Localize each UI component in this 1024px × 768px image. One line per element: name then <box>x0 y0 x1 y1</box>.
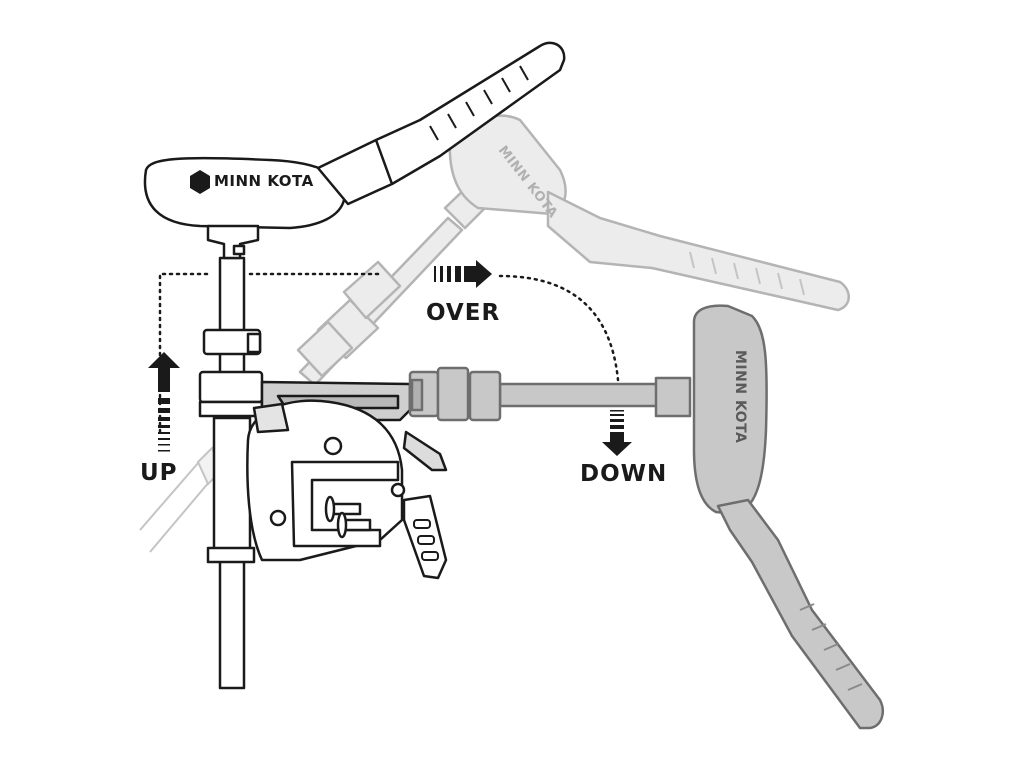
over-label: OVER <box>426 300 501 326</box>
up-path <box>158 272 212 434</box>
clamp-assembly <box>246 399 448 580</box>
arrow-up-icon <box>148 352 180 452</box>
main-logo-icon <box>190 170 210 194</box>
up-label: UP <box>140 460 178 486</box>
arrow-down-icon <box>602 410 632 456</box>
ghost-over-motor <box>296 114 850 387</box>
down-label: DOWN <box>580 461 668 487</box>
down-brand-text: MINN KOTA <box>732 350 748 443</box>
main-brand-text: MINN KOTA <box>214 172 314 190</box>
down-motor <box>408 304 884 730</box>
over-to-down-path <box>498 274 620 382</box>
motion-paths <box>158 272 620 434</box>
arrow-right-icon <box>434 260 492 288</box>
